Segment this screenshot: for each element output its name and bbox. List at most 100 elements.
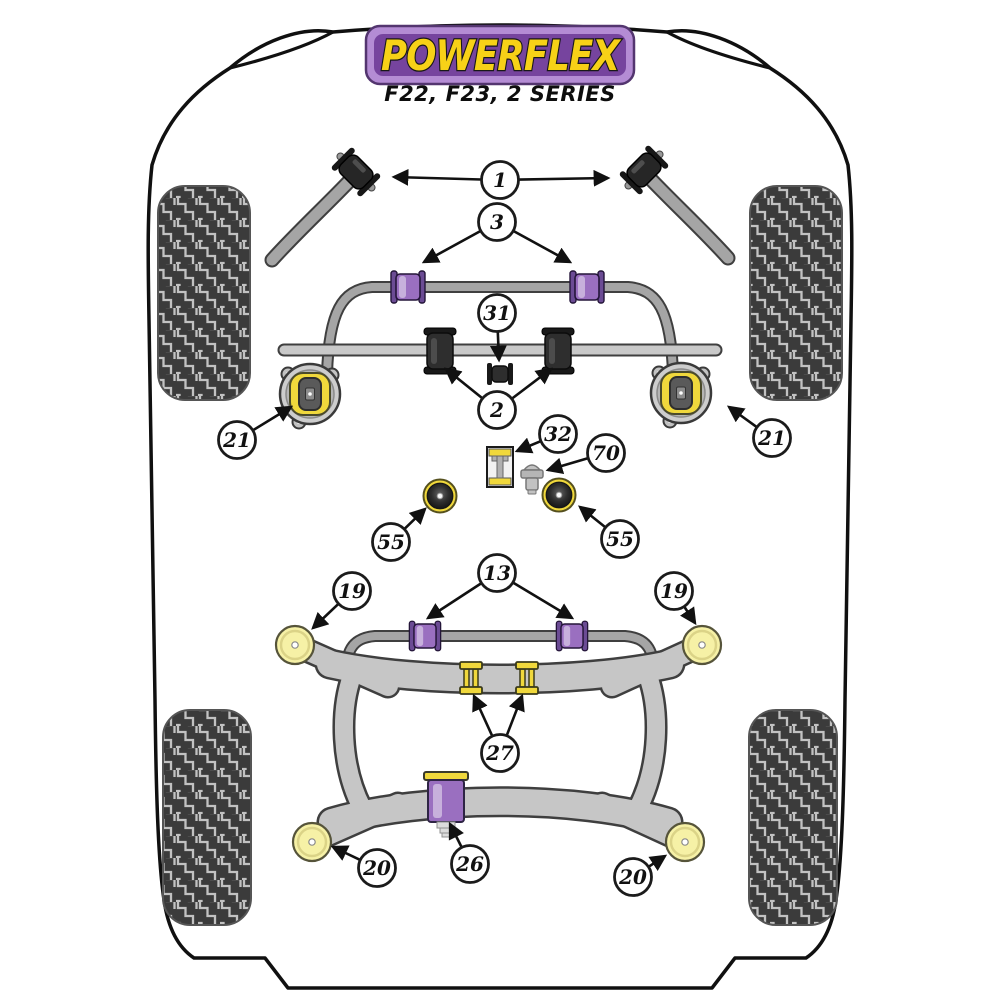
logo-panel-inner (374, 34, 626, 76)
callout-circle (654, 571, 694, 611)
callout-label: 55 (377, 530, 405, 554)
arb-bushing-rear-right (555, 620, 589, 652)
callout-arrow (403, 507, 427, 530)
callout-32: 32 (514, 414, 578, 454)
arm-bushing-left (331, 147, 381, 197)
callout-arrow (680, 606, 697, 626)
headlight-left (228, 30, 335, 70)
callout-arrow (514, 437, 541, 454)
callout-2: 2 (444, 367, 554, 430)
callout-arrow (512, 581, 575, 620)
callout-label: 70 (592, 441, 620, 465)
callout-label: 13 (483, 561, 511, 585)
round-bushing-55-left (422, 478, 458, 514)
front-suspension (264, 145, 736, 514)
model-subtitle: F22, F23, 2 SERIES (384, 82, 616, 106)
callout-70: 70 (545, 433, 626, 475)
front-control-arms (264, 164, 736, 268)
callout-arrow (511, 367, 554, 400)
callout-label: 19 (338, 579, 366, 603)
callout-circle (586, 433, 626, 473)
callout-19: 19 (654, 571, 697, 626)
powerflex-logo: POWERFLEX F22, F23, 2 SERIES (364, 24, 636, 106)
arb-bushing-rear-left (408, 620, 442, 652)
arb-bushing-front-left (390, 270, 426, 304)
callout-circle (357, 848, 397, 888)
callout-label: 20 (362, 856, 391, 880)
tire-rear-left (162, 709, 252, 926)
callout-circle (538, 414, 578, 454)
engine-mount-right (649, 361, 713, 429)
callout-circle (480, 733, 520, 773)
callout-arrow (330, 845, 361, 861)
callout-label: 21 (222, 428, 251, 452)
subframe-bushing-20-right (664, 821, 706, 863)
callout-label: 1 (493, 168, 507, 192)
callout-label: 31 (483, 301, 511, 325)
callout-arrow (311, 603, 340, 630)
callout-arrow (448, 821, 464, 848)
callout-label: 32 (544, 422, 572, 446)
callout-label: 26 (455, 852, 484, 876)
callout-label: 3 (490, 210, 504, 234)
callout-arrow (513, 229, 573, 264)
callout-1: 1 (391, 160, 611, 200)
tire-front-left (157, 185, 251, 401)
callout-20: 20 (613, 854, 668, 897)
rear-suspension (274, 620, 723, 863)
callout-circle (450, 844, 490, 884)
callout-arrow (726, 405, 758, 428)
arm-bushing-right (619, 145, 669, 195)
callout-arrow (545, 457, 589, 475)
callout-arrow (391, 168, 482, 186)
callout-circle (371, 522, 411, 562)
callout-55: 55 (578, 505, 640, 559)
callout-label: 19 (660, 579, 688, 603)
callout-arrow (421, 229, 481, 264)
diff-mount-bushing-26 (423, 771, 469, 838)
callout-circle (477, 553, 517, 593)
callout-arrow (472, 693, 494, 737)
rod-bushing-left (423, 327, 457, 375)
logo-wordmark: POWERFLEX (381, 31, 622, 80)
callout-circle (332, 571, 372, 611)
callout-13: 13 (425, 553, 575, 620)
callout-arrow (578, 505, 607, 529)
gear-pin-70 (520, 464, 544, 495)
callout-55: 55 (371, 507, 427, 562)
callout-21: 21 (217, 405, 294, 460)
callout-arrow (505, 693, 525, 736)
callout-label: 21 (757, 426, 786, 450)
callout-circle (600, 519, 640, 559)
callout-20: 20 (330, 845, 397, 888)
rod-bushing-right (541, 327, 575, 375)
callout-label: 55 (606, 527, 634, 551)
arb-bushing-front-right (569, 270, 605, 304)
callout-arrow (425, 582, 482, 620)
callout-circle (752, 418, 792, 458)
callout-21: 21 (726, 405, 792, 458)
callout-19: 19 (311, 571, 372, 630)
subframe-bushing-19-left (274, 624, 316, 666)
callout-arrow (518, 169, 611, 187)
small-bushing-31 (487, 363, 513, 385)
tire-front-right (749, 185, 843, 401)
car-body-outline (146, 23, 854, 990)
callout-label: 27 (485, 741, 514, 765)
round-bushing-55-right (541, 477, 577, 513)
insert-bracket-27-right (515, 661, 539, 695)
callout-arrow (444, 367, 484, 400)
callout-circle (477, 202, 517, 242)
subframe-bushing-20-left (291, 821, 333, 863)
callout-circle (217, 420, 257, 460)
callout-3: 3 (421, 202, 573, 264)
tire-rear-right (748, 709, 838, 926)
callout-circle (613, 857, 653, 897)
tires (157, 185, 843, 926)
bracket-bushing-32 (486, 446, 514, 488)
callout-circle (477, 293, 517, 333)
callout-label: 20 (618, 865, 647, 889)
front-anti-roll-bar (321, 281, 679, 380)
